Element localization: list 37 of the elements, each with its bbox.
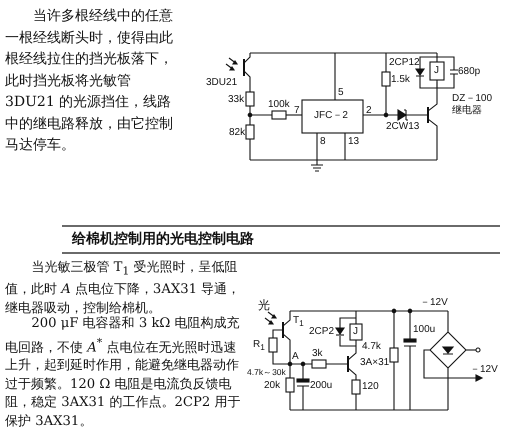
component-label: 680p <box>458 67 480 77</box>
component-label: 200u <box>310 381 332 391</box>
relay-label: J <box>353 327 358 337</box>
component-label: 100u <box>413 325 436 335</box>
component-label: 120 <box>362 382 379 392</box>
component-label: T$_{1}$ <box>293 316 304 328</box>
pin-number: 5 <box>338 88 344 98</box>
pin-number: 8 <box>320 137 326 147</box>
pin-number: 7 <box>294 106 300 116</box>
component-label: 20k <box>264 381 280 391</box>
component-label: 82k <box>229 128 246 138</box>
component-label: 光 <box>258 299 270 311</box>
component-label: 2CP2 <box>309 327 334 337</box>
component-label: 3DU21 <box>206 78 238 88</box>
component-label: 4.7k～30k <box>247 368 286 376</box>
component-label: 4.7k <box>362 342 381 352</box>
paragraph: 当许多根经线中的任意一根经线断头时，使得由此根经线拉住的挡光板落下，此时挡光板将光敏管 3DU21 的光源挡住，线路中的继电路释放，由它控制马达停车。 <box>5 7 174 155</box>
pin-number: 2 <box>366 106 372 116</box>
component-label: 1.5k <box>391 75 410 85</box>
component-label: 2CP12 <box>389 58 420 68</box>
relay-label: J <box>434 66 439 76</box>
node-label: A <box>292 352 299 362</box>
paragraph: 200 μF 电容器和 3 kΩ 电阻构成充电回路，不使 A$^{*}$ 点电位在无光照时迅速上升，起到延时作用，能避免继电器动作过于频繁。120 Ω 电阻是电流负反馈电阻，稳定 3AX31 的工作点。2CP2 用于保护 3AX31。 <box>5 315 242 431</box>
pin-number: 13 <box>348 137 360 147</box>
component-label: 3k <box>312 349 323 359</box>
component-label: 继电器 <box>452 106 482 116</box>
paragraph: 当光敏三极管 T$_{1}$ 受光照时，呈低阻值，此时 A 点电位下降，3AX31 导通，继电器吸动，控制给棉机。 <box>5 259 242 316</box>
component-label: 33k <box>228 95 244 105</box>
component-label: 2CW13 <box>386 122 420 132</box>
component-label: DZ－100 <box>452 94 492 104</box>
component-label: －12V <box>470 365 498 375</box>
component-label: R$_{1}$ <box>253 340 265 352</box>
component-label: 3A×31 <box>360 358 390 368</box>
component-label: －12V <box>420 298 448 308</box>
section-heading: 给棉机控制用的光电控制电路 <box>72 232 254 246</box>
chip-label: JFC－2 <box>314 111 348 121</box>
component-label: 100k <box>268 100 290 110</box>
